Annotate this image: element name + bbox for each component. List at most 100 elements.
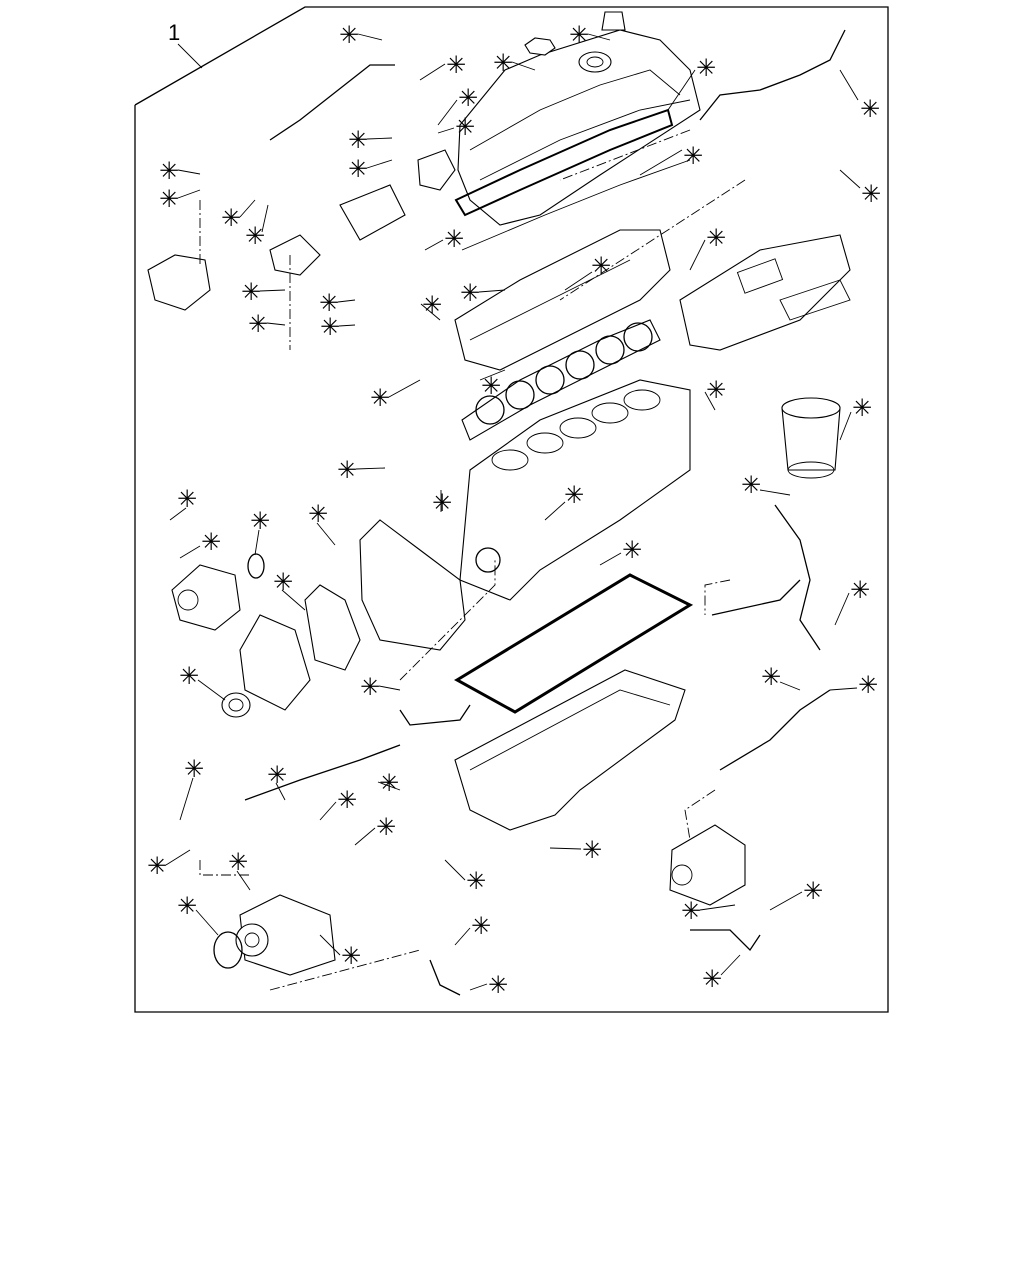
pointer-line xyxy=(281,589,306,611)
asterisk-icon: ✳ xyxy=(221,204,241,232)
breather-cap xyxy=(601,11,626,31)
asterisk-icon: ✳ xyxy=(241,278,261,306)
asterisk-icon: ✳ xyxy=(591,252,611,280)
pointer-line xyxy=(834,592,850,626)
asterisk-icon: ✳ xyxy=(466,867,486,895)
pointer-line xyxy=(316,522,336,546)
water-pump xyxy=(171,564,241,631)
rocker-cover xyxy=(457,29,701,226)
pointer-line xyxy=(355,467,386,470)
pointer-line xyxy=(478,289,506,293)
asterisk-icon: ✳ xyxy=(488,971,508,999)
asterisk-icon: ✳ xyxy=(273,568,293,596)
pointer-line xyxy=(179,545,201,559)
oil-filter xyxy=(781,397,841,479)
asterisk-icon: ✳ xyxy=(460,279,480,307)
pointer-line xyxy=(259,289,286,292)
oil-pan xyxy=(454,669,686,831)
pointer-line xyxy=(829,687,858,691)
asterisk-icon: ✳ xyxy=(308,500,328,528)
asterisk-icon: ✳ xyxy=(348,126,368,154)
asterisk-icon: ✳ xyxy=(184,755,204,783)
pointer-line xyxy=(587,33,611,41)
asterisk-icon: ✳ xyxy=(337,456,357,484)
oil-pan-gasket xyxy=(454,573,694,714)
pointer-line xyxy=(366,159,393,169)
asterisk-icon: ✳ xyxy=(564,481,584,509)
asterisk-icon: ✳ xyxy=(858,671,878,699)
pointer-line xyxy=(839,411,852,441)
asterisk-icon: ✳ xyxy=(458,84,478,112)
asterisk-icon: ✳ xyxy=(201,528,221,556)
turbo-connector xyxy=(417,149,456,191)
asterisk-icon: ✳ xyxy=(337,786,357,814)
asterisk-icon: ✳ xyxy=(471,912,491,940)
asterisk-icon: ✳ xyxy=(702,965,722,993)
asterisk-icon: ✳ xyxy=(159,185,179,213)
asterisk-icon: ✳ xyxy=(681,897,701,925)
pointer-line xyxy=(378,685,401,691)
asterisk-icon: ✳ xyxy=(683,142,703,170)
pointer-line xyxy=(420,303,441,321)
intake-manifold xyxy=(679,234,851,351)
rocker-cover-gasket xyxy=(454,108,691,251)
pointer-line xyxy=(357,33,383,41)
asterisk-icon: ✳ xyxy=(860,95,880,123)
pointer-line xyxy=(338,324,356,327)
asterisk-icon: ✳ xyxy=(370,384,390,412)
asterisk-icon: ✳ xyxy=(248,310,268,338)
pointer-line xyxy=(479,369,506,381)
pointer-line xyxy=(254,529,260,556)
asterisk-icon: ✳ xyxy=(444,225,464,253)
oil-filler-cap xyxy=(524,37,556,56)
pointer-line xyxy=(689,239,706,271)
asterisk-icon: ✳ xyxy=(622,536,642,564)
pointer-line xyxy=(704,391,716,411)
pointer-line xyxy=(319,801,337,821)
pointer-line xyxy=(454,927,471,946)
pointer-line xyxy=(544,501,566,521)
injection-pump-o-ring xyxy=(213,931,243,969)
asterisk-icon: ✳ xyxy=(379,769,399,797)
asterisk-pointer-lines xyxy=(165,33,861,991)
asterisk-icon: ✳ xyxy=(852,394,872,422)
pointer-line xyxy=(437,127,455,134)
pointer-line xyxy=(261,204,269,233)
pointer-line xyxy=(177,169,201,175)
pointer-line xyxy=(169,507,187,521)
thermostat-housing xyxy=(147,254,211,311)
pointer-line xyxy=(388,379,421,398)
head-gasket xyxy=(461,319,661,441)
asterisk-icon: ✳ xyxy=(741,471,761,499)
asterisk-icon: ✳ xyxy=(432,489,452,517)
asterisk-markers: ✳ ✳ ✳ ✳ ✳ ✳ ✳ ✳ ✳ ✳ ✳ ✳ ✳ ✳ ✳ ✳ ✳ ✳ ✳ ✳ ✳ ✳ ✳ ✳ ✳ ✳ ✳ ✳ ✳ ✳ ✳ ✳ ✳ ✳ ✳ ✳ ✳ ✳ ✳ ✳… xyxy=(147,21,881,999)
asterisk-icon: ✳ xyxy=(341,942,361,970)
pointer-line xyxy=(236,870,251,891)
main-callout: 1 xyxy=(168,20,203,69)
cylinder-head xyxy=(454,229,671,371)
crankshaft-seal xyxy=(221,692,251,718)
timing-cover xyxy=(359,519,466,651)
asterisk-icon: ✳ xyxy=(422,291,442,319)
asterisk-icon: ✳ xyxy=(446,51,466,79)
asterisk-icon: ✳ xyxy=(159,157,179,185)
asterisk-icon: ✳ xyxy=(147,852,167,880)
asterisk-icon: ✳ xyxy=(455,113,475,141)
water-pump-o-ring xyxy=(247,553,265,579)
pointer-line xyxy=(839,169,861,189)
asterisk-icon: ✳ xyxy=(706,376,726,404)
front-plate xyxy=(239,614,311,711)
asterisk-icon: ✳ xyxy=(177,485,197,513)
pointer-line xyxy=(667,69,696,111)
exhaust-manifold xyxy=(269,184,406,276)
pointer-line xyxy=(419,63,446,81)
kit-frame xyxy=(134,6,889,1013)
pointer-line xyxy=(197,679,226,701)
asterisk-icon: ✳ xyxy=(481,372,501,400)
asterisk-icon: ✳ xyxy=(267,761,287,789)
pointer-line xyxy=(549,847,582,850)
asterisk-icon: ✳ xyxy=(569,21,589,49)
pointer-line xyxy=(377,781,401,791)
pointer-line xyxy=(179,777,194,821)
